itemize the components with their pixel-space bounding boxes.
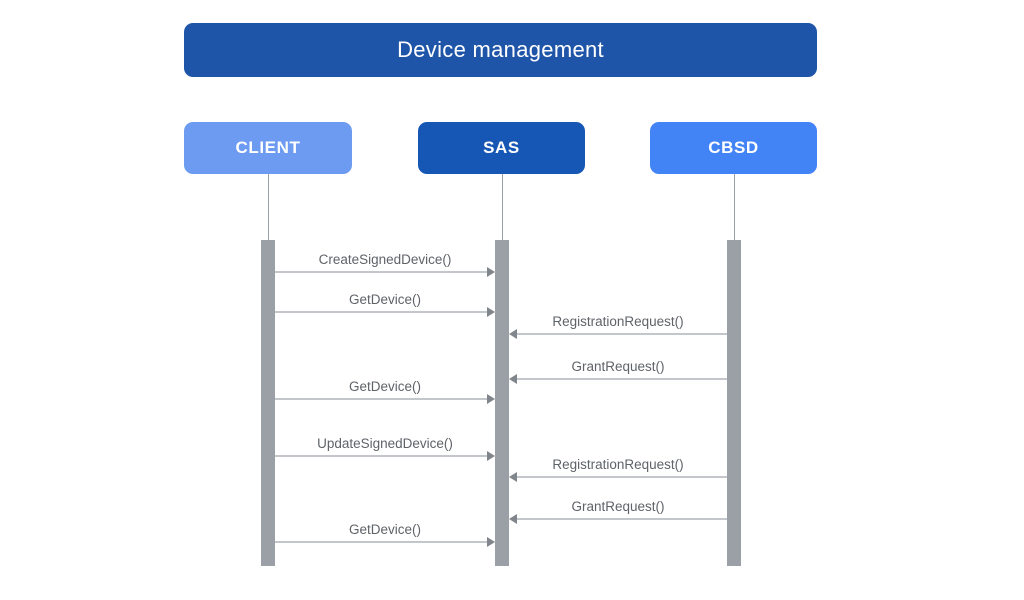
message-line — [275, 398, 489, 400]
message-label: RegistrationRequest() — [552, 457, 684, 472]
activation-bar-client — [261, 240, 275, 566]
message-label: UpdateSignedDevice() — [317, 436, 453, 451]
message-line — [275, 271, 489, 273]
lifeline-sas — [502, 174, 503, 240]
message-line — [275, 455, 489, 457]
arrowhead-icon — [509, 514, 517, 524]
actor-label: CBSD — [708, 138, 759, 157]
arrowhead-icon — [487, 267, 495, 277]
message-label: CreateSignedDevice() — [318, 252, 452, 267]
arrowhead-icon — [487, 307, 495, 317]
activation-bar-cbsd — [727, 240, 741, 566]
message-line — [515, 518, 727, 520]
arrowhead-icon — [487, 537, 495, 547]
actor-box-cbsd: CBSD — [650, 122, 817, 174]
diagram-title: Device management — [397, 37, 604, 62]
message-label: GetDevice() — [348, 522, 421, 537]
message-label: GrantRequest() — [571, 359, 665, 374]
message-line — [515, 476, 727, 478]
arrowhead-icon — [487, 394, 495, 404]
arrowhead-icon — [509, 374, 517, 384]
actor-box-client: CLIENT — [184, 122, 352, 174]
message-line — [275, 311, 489, 313]
arrowhead-icon — [509, 329, 517, 339]
diagram-title-bar: Device management — [184, 23, 817, 77]
message-line — [515, 333, 727, 335]
message-label: GetDevice() — [348, 292, 421, 307]
message-label: GrantRequest() — [571, 499, 665, 514]
message-line — [515, 378, 727, 380]
actor-box-sas: SAS — [418, 122, 585, 174]
arrowhead-icon — [487, 451, 495, 461]
actor-label: SAS — [483, 138, 520, 157]
activation-bar-sas — [495, 240, 509, 566]
message-line — [275, 541, 489, 543]
arrowhead-icon — [509, 472, 517, 482]
actor-label: CLIENT — [235, 138, 301, 157]
message-label: RegistrationRequest() — [552, 314, 684, 329]
lifeline-cbsd — [734, 174, 735, 240]
message-label: GetDevice() — [348, 379, 421, 394]
lifeline-client — [268, 174, 269, 240]
